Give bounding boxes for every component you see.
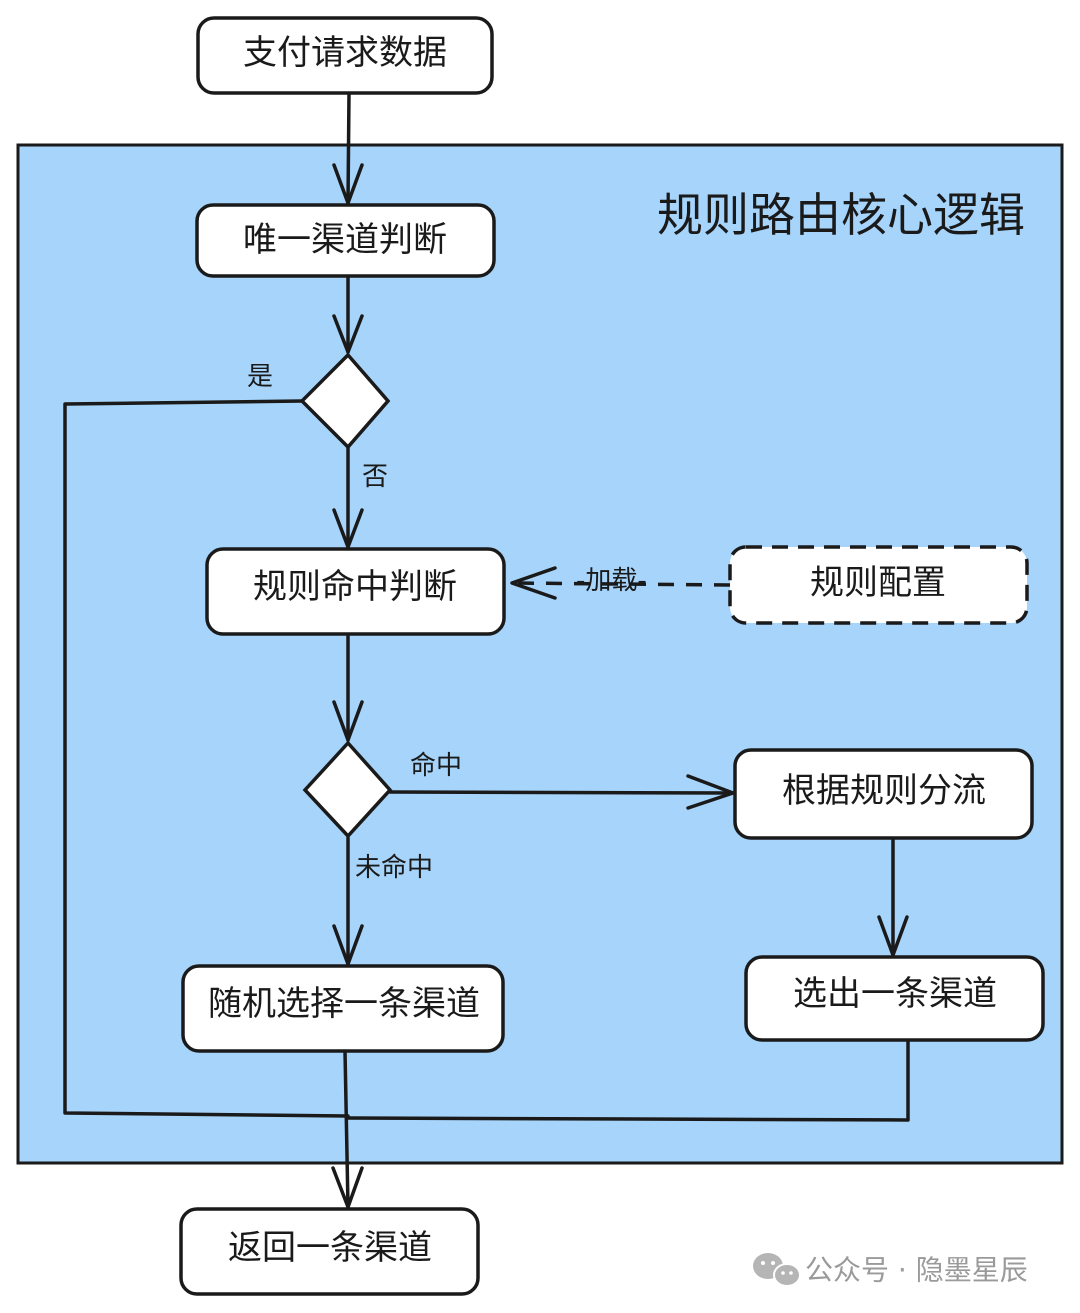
arrowhead-return [331, 1166, 364, 1209]
decision-diamond-rule-hit [302, 740, 393, 839]
arrowhead-route [686, 774, 735, 810]
svg-text:返回一条渠道: 返回一条渠道 [228, 1228, 432, 1268]
arrowhead-decision1 [332, 314, 364, 354]
svg-text:支付请求数据: 支付请求数据 [243, 33, 447, 73]
node-random-channel: 随机选择一条渠道 [181, 964, 505, 1053]
node-payment-request: 支付请求数据 [196, 16, 494, 95]
arrowhead-rule-hit [332, 508, 364, 549]
edge-decision2-hit [388, 790, 735, 795]
edge-label-no: 否 [362, 462, 388, 492]
svg-text:随机选择一条渠道: 随机选择一条渠道 [208, 984, 480, 1024]
edge-label-load: -加载- [576, 566, 647, 596]
node-select-channel: 选出一条渠道 [744, 955, 1045, 1042]
svg-text:规则配置: 规则配置 [810, 563, 946, 603]
edge-decision1-yes-bypass [63, 399, 350, 1118]
arrowhead-load [510, 566, 557, 600]
edge-label-hit: 命中 [410, 751, 462, 781]
arrowhead-select [877, 915, 909, 957]
node-unique-channel-check: 唯一渠道判断 [195, 203, 496, 278]
region-title: 规则路由核心逻辑 [657, 188, 1025, 242]
edge-request-to-unique [346, 91, 351, 205]
svg-text:选出一条渠道: 选出一条渠道 [793, 974, 997, 1014]
watermark-text: 公众号 · 隐墨星辰 [805, 1254, 1028, 1287]
decision-diamond-unique [299, 352, 391, 450]
svg-text:规则命中判断: 规则命中判断 [253, 567, 457, 607]
node-route-by-rule: 根据规则分流 [733, 748, 1034, 840]
arrowhead-unique [332, 163, 364, 205]
edges [63, 91, 910, 1209]
edge-select-to-merge [346, 1038, 910, 1122]
node-rule-config: 规则配置 [728, 545, 1029, 625]
arrowhead-random [332, 924, 364, 966]
edge-random-to-return [343, 1049, 350, 1209]
node-return-channel: 返回一条渠道 [179, 1207, 480, 1296]
arrowhead-decision2 [332, 700, 364, 742]
svg-text:根据规则分流: 根据规则分流 [782, 771, 986, 811]
edge-label-miss: 未命中 [355, 853, 433, 883]
node-rule-hit-check: 规则命中判断 [205, 547, 506, 636]
edge-load-dashed [511, 581, 731, 587]
wechat-icon [753, 1253, 801, 1287]
edge-label-yes: 是 [247, 362, 273, 392]
watermark: 公众号 · 隐墨星辰 [753, 1253, 1028, 1287]
svg-text:唯一渠道判断: 唯一渠道判断 [243, 220, 447, 260]
